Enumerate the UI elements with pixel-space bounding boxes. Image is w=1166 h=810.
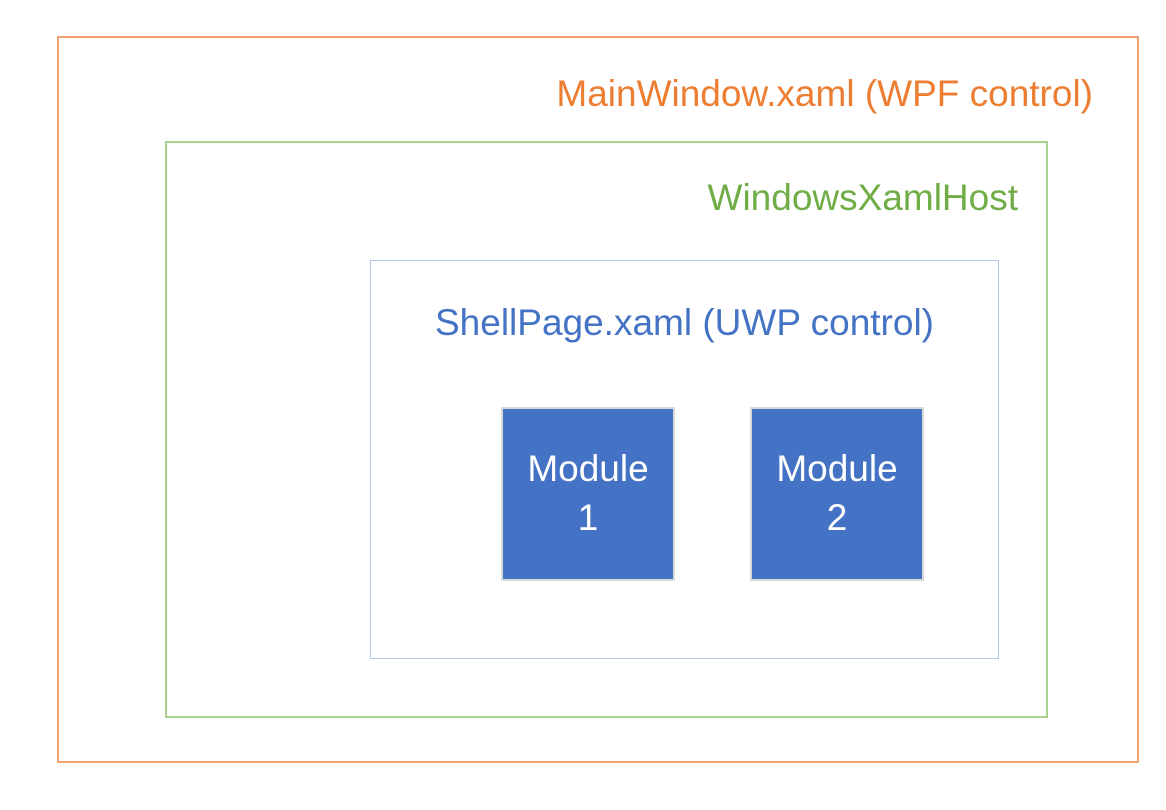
main-window-label: MainWindow.xaml (WPF control): [556, 73, 1093, 114]
module-2-box: Module 2: [750, 407, 924, 581]
module-2-name: Module: [776, 448, 898, 490]
windows-xaml-host-box: [165, 141, 1048, 718]
module-2-number: 2: [826, 497, 848, 538]
module-1-number: 1: [577, 497, 599, 538]
windows-xaml-host-label: WindowsXamlHost: [707, 177, 1018, 218]
module-1-box: Module 1: [501, 407, 675, 581]
shell-page-label: ShellPage.xaml (UWP control): [435, 302, 934, 343]
main-window-box: [57, 36, 1139, 763]
module-1-name: Module: [527, 448, 649, 490]
shell-page-box: [370, 260, 999, 659]
